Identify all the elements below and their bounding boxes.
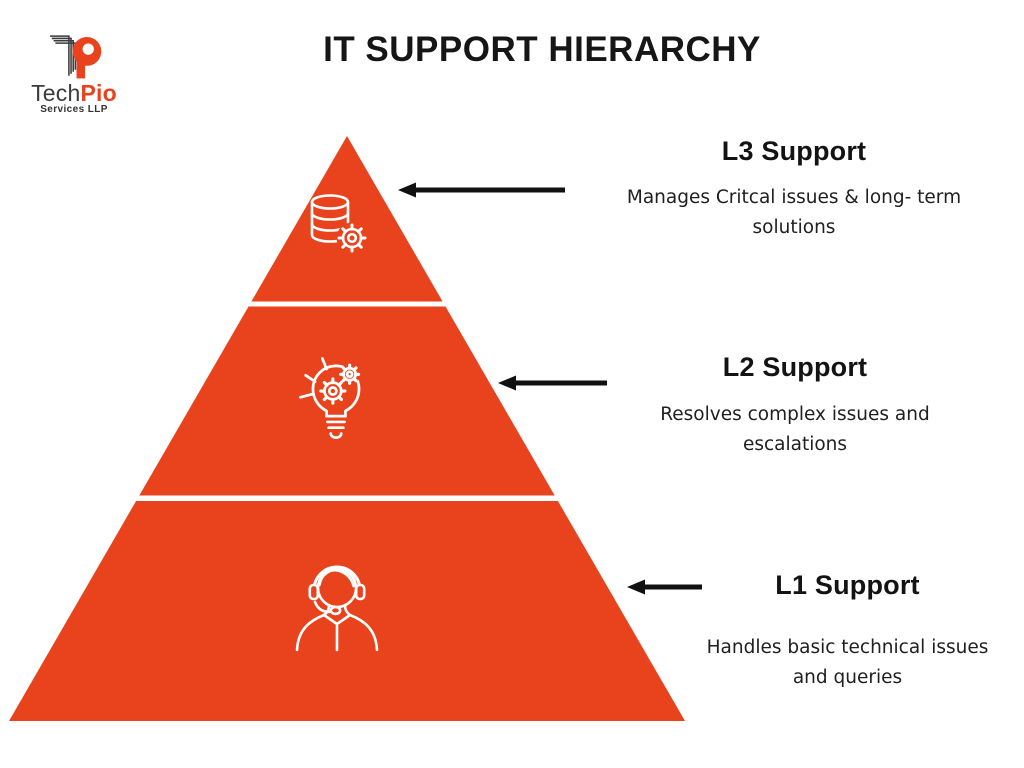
- l3-description-line2: solutions: [752, 217, 836, 238]
- l1-heading: L1 Support: [775, 570, 920, 600]
- l2-arrow-icon: [498, 375, 607, 391]
- techpio-logo-mark-icon: [50, 35, 102, 79]
- brand-name-primary: Tech: [31, 80, 81, 106]
- headset-agent-icon: [295, 565, 379, 652]
- pyramid-l2-section: [139, 306, 555, 496]
- l2-description: Resolves complex issues and escalations: [615, 400, 975, 460]
- l1-arrow-icon: [627, 579, 702, 595]
- database-gear-icon: [310, 194, 368, 254]
- l3-description: Manages Critcal issues & long- term solu…: [600, 183, 988, 243]
- l2-description-line2: escalations: [742, 434, 848, 455]
- l2-description-line1: Resolves complex issues and: [660, 404, 930, 425]
- brand-name-accent: Pio: [80, 80, 117, 106]
- l1-description-line2: and queries: [792, 667, 903, 688]
- l1-description-line1: Handles basic technical issues: [706, 637, 989, 658]
- lightbulb-gears-icon: [299, 357, 361, 439]
- l3-description-line1: Manages Critcal issues & long- term: [626, 187, 962, 208]
- l3-heading: L3 Support: [721, 136, 867, 166]
- brand-tagline: Services LLP: [40, 104, 108, 115]
- l3-arrow-icon: [398, 182, 565, 198]
- page-title: IT SUPPORT HIERARCHY: [323, 30, 761, 69]
- l1-description: Handles basic technical issues and queri…: [660, 633, 1024, 693]
- l2-heading: L2 Support: [722, 352, 868, 382]
- brand-name: TechPio: [17, 80, 131, 107]
